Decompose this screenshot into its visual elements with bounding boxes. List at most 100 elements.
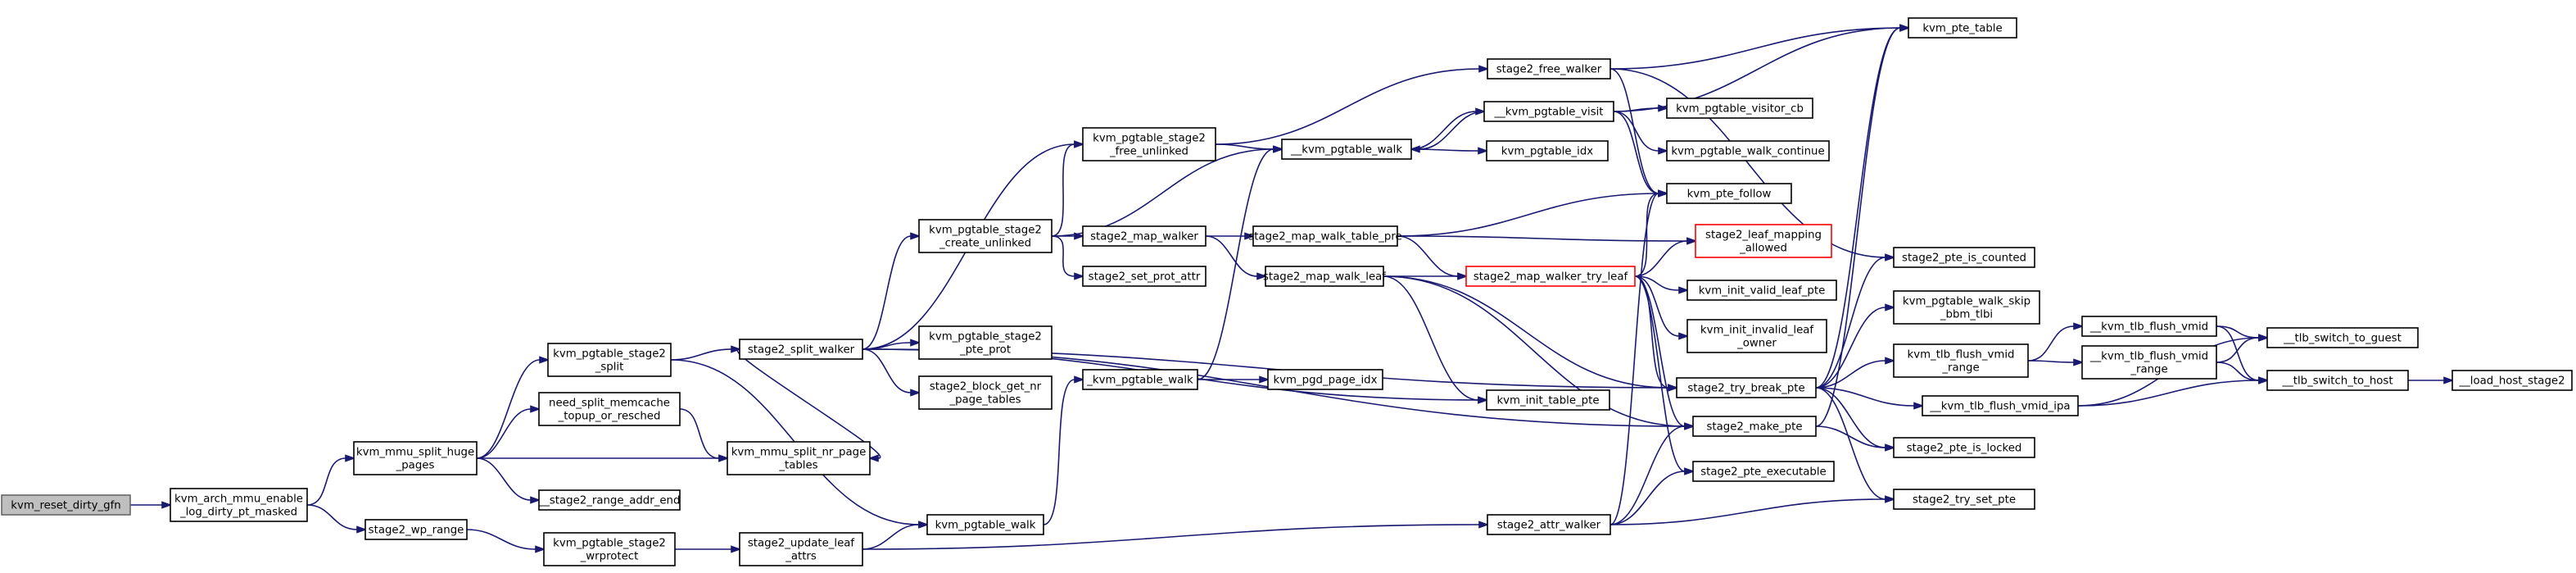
function-node-kvm-pgtable-stage2-free-unlinked[interactable]: kvm_pgtable_stage2_free_unlinked <box>1082 127 1216 161</box>
call-edge <box>129 501 173 509</box>
function-nodes: kvm_reset_dirty_gfn kvm_arch_mmu_enable_l… <box>1 17 2573 566</box>
call-edge <box>1815 357 1896 389</box>
function-node-kvm-init-valid-leaf-pte[interactable]: kvm_init_valid_leaf_pte <box>1686 280 1837 301</box>
function-node-kvm-tlb-flush-vmid-range[interactable]: kvm_tlb_flush_vmid_range <box>1893 343 2029 378</box>
function-node-label: kvm_arch_mmu_enable <box>174 493 303 506</box>
call-edge <box>1043 375 1085 525</box>
function-node-label: kvm_pgtable_stage2 <box>553 348 666 361</box>
function-node-label: _page_tables <box>948 394 1021 407</box>
function-node-tlb-switch-to-host[interactable]: __tlb_switch_to_host <box>2266 370 2409 391</box>
function-node-load-host-stage2[interactable]: __load_host_stage2 <box>2452 370 2573 391</box>
function-node-kvm-pte-table[interactable]: kvm_pte_table <box>1908 17 2017 39</box>
function-node-kvm-pte-follow[interactable]: kvm_pte_follow <box>1666 183 1792 204</box>
call-edge <box>1609 495 1896 525</box>
function-node-stage2-map-walker[interactable]: stage2_map_walker <box>1082 225 1207 247</box>
call-edge <box>1634 189 1669 277</box>
function-node-kvm-pgtable-idx[interactable]: kvm_pgtable_idx <box>1486 140 1609 161</box>
call-edge <box>1206 232 1256 240</box>
function-node-kvm-pgtable-walk[interactable]: __kvm_pgtable_walk <box>1281 139 1412 160</box>
function-node-label: kvm_init_table_pte <box>1496 395 1599 407</box>
call-edge <box>2027 358 2085 366</box>
function-node-label: kvm_pgtable_idx <box>1501 146 1594 158</box>
function-node-kvm-pgtable-walk-continue[interactable]: kvm_pgtable_walk_continue <box>1666 140 1830 161</box>
function-node-stage2-map-walk-leaf[interactable]: stage2_map_walk_leaf <box>1263 266 1386 287</box>
function-node-stage2-leaf-mapping-allowed[interactable]: stage2_leaf_mapping_allowed <box>1695 224 1832 258</box>
function-node-label: stage2_leaf_mapping <box>1705 230 1822 242</box>
function-node-label: stage2_attr_walker <box>1497 520 1601 532</box>
function-node-kvm-pgtable-visit[interactable]: __kvm_pgtable_visit <box>1483 101 1614 122</box>
function-node-stage2-attr-walker[interactable]: stage2_attr_walker <box>1487 514 1611 535</box>
function-node-stage2-try-break-pte[interactable]: stage2_try_break_pte <box>1676 377 1817 398</box>
function-node-label: _free_unlinked <box>1109 146 1188 158</box>
function-node-label: _range <box>1941 362 1979 375</box>
function-node-stage2-pte-is-locked[interactable]: stage2_pte_is_locked <box>1893 437 2035 458</box>
function-node-kvm-pgtable-visitor-cb[interactable]: kvm_pgtable_visitor_cb <box>1666 98 1813 119</box>
call-edge <box>1613 104 1669 112</box>
function-node-label: kvm_reset_dirty_gfn <box>11 500 120 512</box>
call-edge <box>1205 235 1268 280</box>
function-node-stage2-range-addr-end[interactable]: __stage2_range_addr_end <box>538 489 681 511</box>
function-node-label: kvm_pgtable_walk <box>935 520 1036 532</box>
function-node-stage2-update-leaf-attrs[interactable]: stage2_update_leaf_attrs <box>739 532 863 566</box>
function-node-stage2-map-walk-table-pre[interactable]: stage2_map_walk_table_pre <box>1248 225 1402 247</box>
function-node-stage2-pte-is-counted[interactable]: stage2_pte_is_counted <box>1893 247 2035 268</box>
function-node-kvm-tlb-flush-vmid[interactable]: __kvm_tlb_flush_vmid <box>2081 316 2217 337</box>
function-node-label: _log_dirty_pt_masked <box>179 507 297 519</box>
function-node-stage2-map-walker-try-leaf[interactable]: stage2_map_walker_try_leaf <box>1465 266 1636 287</box>
function-node-label: __stage2_range_addr_end <box>538 495 681 507</box>
function-node-label: _pte_prot <box>959 344 1011 357</box>
function-node-stage2-try-set-pte[interactable]: stage2_try_set_pte <box>1893 489 2035 510</box>
function-node-label: kvm_init_valid_leaf_pte <box>1699 285 1826 298</box>
function-node-kvm-mmu-split-huge-pages[interactable]: kvm_mmu_split_huge_pages <box>353 441 478 475</box>
call-edge <box>1609 24 1911 70</box>
function-node-label: stage2_block_get_nr <box>930 381 1042 393</box>
function-node-stage2-split-walker[interactable]: stage2_split_walker <box>739 339 863 360</box>
function-node-tlb-switch-to-guest[interactable]: __tlb_switch_to_guest <box>2266 327 2419 348</box>
function-node-stage2-make-pte[interactable]: stage2_make_pte <box>1692 416 1817 437</box>
function-node-label: kvm_pgtable_stage2 <box>929 331 1042 343</box>
function-node-label: __tlb_switch_to_host <box>2281 375 2393 388</box>
call-edge <box>1815 387 1925 410</box>
call-edge <box>1197 145 1284 380</box>
function-node-kvm-pgtable-walk[interactable]: _kvm_pgtable_walk <box>1082 369 1198 390</box>
function-node-kvm-tlb-flush-vmid-range[interactable]: __kvm_tlb_flush_vmid_range <box>2081 345 2217 380</box>
function-node-kvm-pgtable-stage2-split[interactable]: kvm_pgtable_stage2_split <box>547 343 672 377</box>
function-node-stage2-wp-range[interactable]: stage2_wp_range <box>364 519 468 540</box>
call-edge <box>1397 189 1669 237</box>
function-node-kvm-pgtable-stage2-pte-prot[interactable]: kvm_pgtable_stage2_pte_prot <box>918 325 1053 360</box>
function-node-kvm-init-invalid-leaf-owner[interactable]: kvm_init_invalid_leaf_owner <box>1686 319 1827 353</box>
call-edge <box>679 408 730 462</box>
function-node-kvm-arch-mmu-enable-log-dirty-pt-masked[interactable]: kvm_arch_mmu_enable_log_dirty_pt_masked <box>170 488 308 522</box>
function-node-kvm-pgtable-walk-skip-bbm-tlbi[interactable]: kvm_pgtable_walk_skip_bbm_tlbi <box>1893 290 2040 325</box>
function-node-kvm-pgtable-walk[interactable]: kvm_pgtable_walk <box>926 514 1044 535</box>
call-edge <box>1410 107 1487 150</box>
function-node-stage2-block-get-nr-page-tables[interactable]: stage2_block_get_nr_page_tables <box>918 375 1053 410</box>
function-node-label: stage2_pte_is_counted <box>1902 252 2026 265</box>
function-node-stage2-set-prot-attr[interactable]: stage2_set_prot_attr <box>1082 266 1207 287</box>
function-node-need-split-memcache-topup-or-resched[interactable]: need_split_memcache_topup_or_resched <box>538 392 681 426</box>
call-edge <box>306 454 356 506</box>
function-node-label: stage2_free_walker <box>1496 64 1602 76</box>
function-node-label: stage2_wp_range <box>369 525 464 537</box>
call-edge <box>1815 387 1896 503</box>
function-node-label: _create_unlinked <box>939 238 1031 250</box>
call-edge <box>862 521 930 550</box>
call-edge <box>1815 303 1896 389</box>
function-node-label: kvm_tlb_flush_vmid <box>1908 349 2015 362</box>
function-node-kvm-reset-dirty-gfn[interactable]: kvm_reset_dirty_gfn <box>1 494 131 516</box>
function-node-kvm-init-table-pte[interactable]: kvm_init_table_pte <box>1486 389 1610 411</box>
call-edge <box>1383 275 1489 404</box>
function-node-kvm-pgtable-stage2-create-unlinked[interactable]: kvm_pgtable_stage2_create_unlinked <box>918 219 1053 253</box>
call-edge <box>476 454 730 462</box>
function-node-label: __load_host_stage2 <box>2458 375 2565 388</box>
function-node-kvm-mmu-split-nr-page-tables[interactable]: kvm_mmu_split_nr_page_tables <box>727 441 871 475</box>
function-node-kvm-pgtable-stage2-wrprotect[interactable]: kvm_pgtable_stage2_wrprotect <box>543 532 676 566</box>
call-edge <box>1052 232 1085 240</box>
function-node-kvm-tlb-flush-vmid-ipa[interactable]: __kvm_tlb_flush_vmid_ipa <box>1922 395 2079 416</box>
call-edge <box>1397 235 1698 245</box>
function-node-label: stage2_map_walker_try_leaf <box>1474 271 1628 284</box>
call-edge <box>670 345 742 361</box>
function-node-stage2-free-walker[interactable]: stage2_free_walker <box>1487 58 1611 80</box>
function-node-kvm-pgd-page-idx[interactable]: kvm_pgd_page_idx <box>1267 369 1383 390</box>
function-node-stage2-pte-executable[interactable]: stage2_pte_executable <box>1692 461 1835 482</box>
